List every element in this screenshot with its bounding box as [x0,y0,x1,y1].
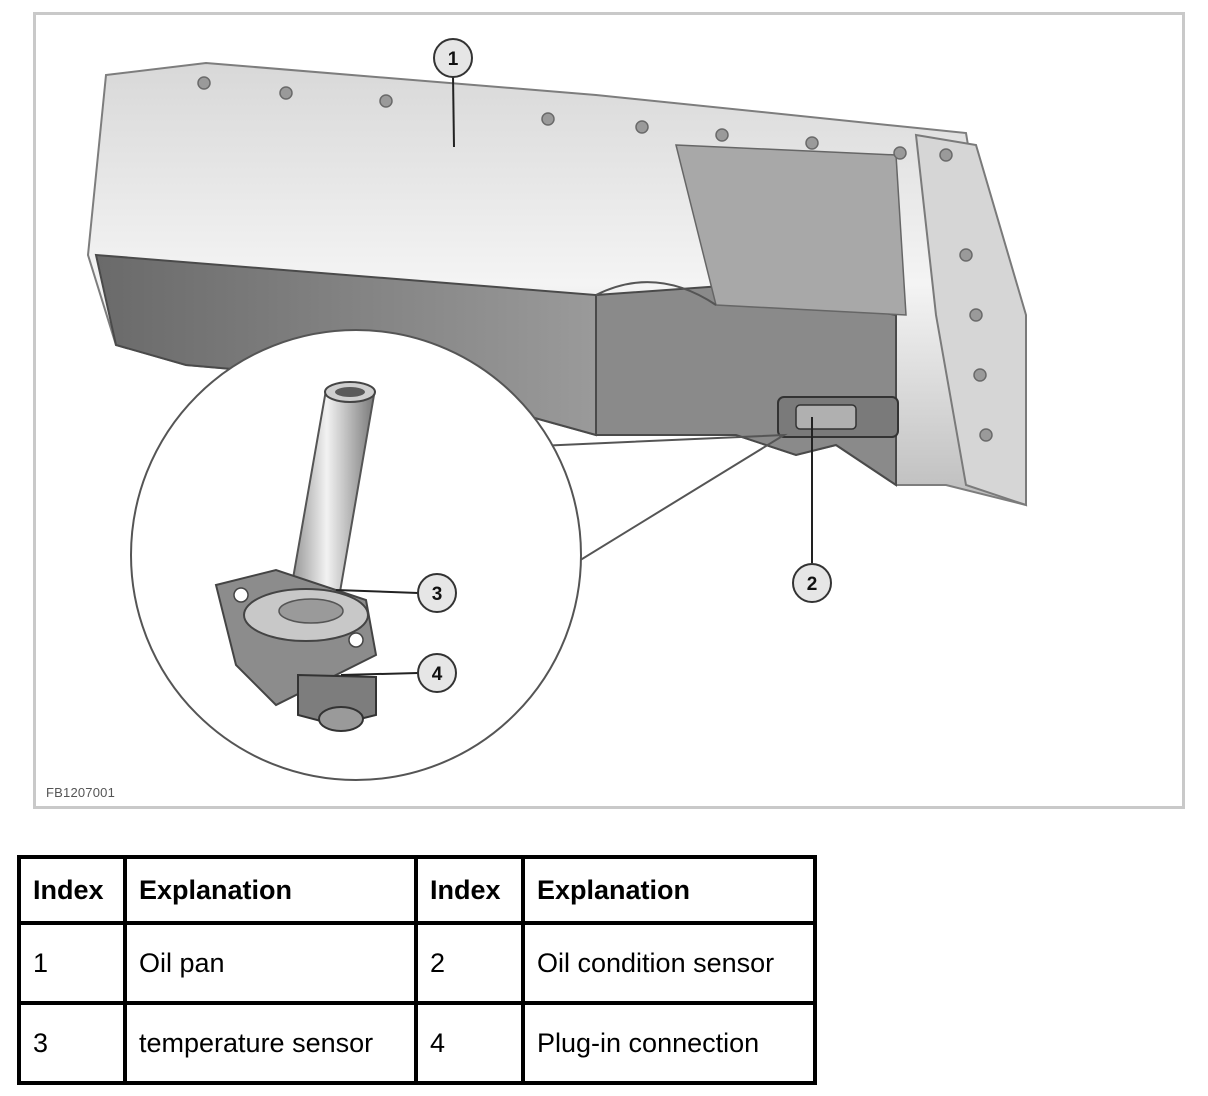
oil-pan-body [86,61,1028,507]
legend-table: Index Explanation Index Explanation 1 Oi… [17,855,817,1085]
index-cell: 3 [17,1001,127,1085]
callout-3: 3 [417,573,457,613]
callout-4: 4 [417,653,457,693]
callout-2: 2 [792,563,832,603]
oil-pan-illustration: 1 2 3 4 [86,38,1028,781]
legend-header-row: Index Explanation Index Explanation [17,855,817,925]
header-index: Index [17,855,127,925]
index-cell: 1 [17,921,127,1005]
figure-code: FB1207001 [46,785,116,800]
explanation-cell: Oil condition sensor [521,921,817,1005]
table-row: 3 temperature sensor 4 Plug-in connectio… [17,1001,817,1085]
explanation-cell: Oil pan [123,921,418,1005]
callout-1: 1 [433,38,473,78]
header-index: Index [414,855,525,925]
svg-text:1: 1 [448,49,459,70]
table-row: 1 Oil pan 2 Oil condition sensor [17,921,817,1005]
diagram-figure: 1 2 3 4 FB1207001 [33,12,1185,809]
svg-text:2: 2 [807,574,818,595]
header-explanation: Explanation [521,855,817,925]
header-explanation: Explanation [123,855,418,925]
index-cell: 4 [414,1001,525,1085]
svg-text:3: 3 [432,584,443,605]
explanation-cell: Plug-in connection [521,1001,817,1085]
svg-text:4: 4 [432,664,443,685]
leader-lines [335,74,813,676]
index-cell: 2 [414,921,525,1005]
sensor-detail [214,381,378,732]
explanation-cell: temperature sensor [123,1001,418,1085]
